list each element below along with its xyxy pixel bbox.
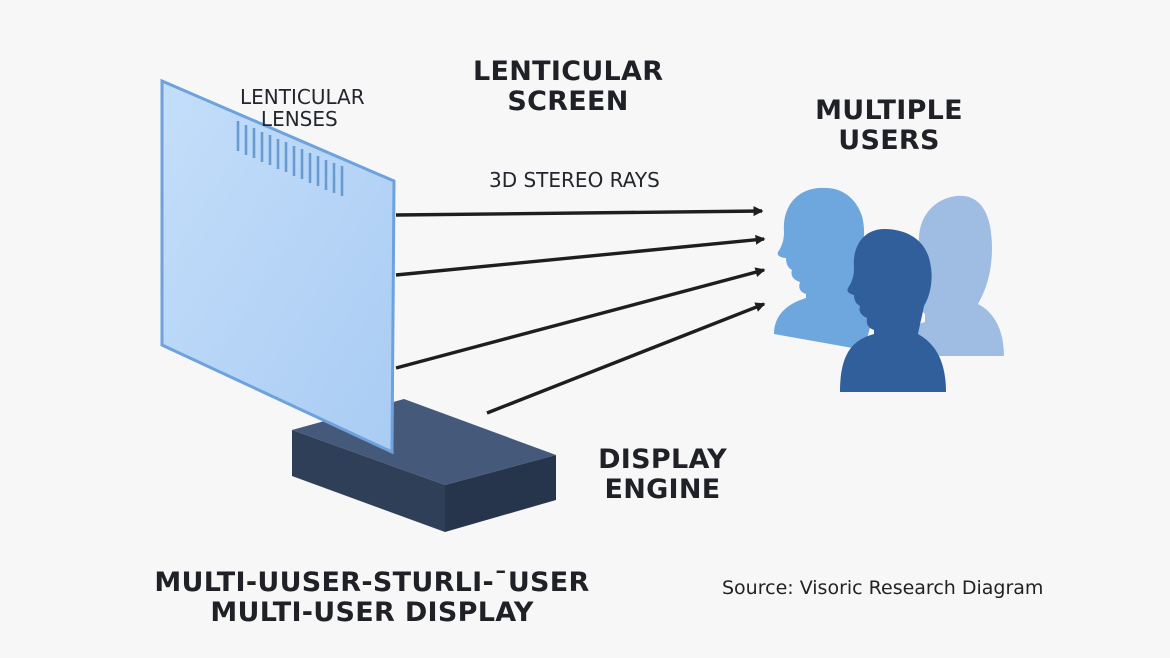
ray-arrow-1 (395, 206, 764, 217)
caption-line-2: MULTI-USER DISPLAY (210, 597, 534, 629)
lenses-label-line-1: LENTICULAR (240, 85, 365, 109)
ray-arrow-2 (395, 234, 766, 277)
engine-box-front (292, 430, 445, 532)
stereo-rays-label: 3D STEREO RAYS (489, 168, 660, 192)
multiple-users-group (774, 187, 1004, 392)
engine-label-line-1: DISPLAY (598, 444, 727, 475)
lenticular-screen-label: LENTICULAR SCREEN (473, 56, 664, 118)
stereo-rays (395, 206, 766, 415)
lenticular-lens-strips (236, 121, 344, 196)
user-silhouette-dark-icon (840, 228, 946, 392)
ray-arrow-3 (395, 267, 766, 370)
lenses-label-line-2: LENSES (260, 107, 338, 132)
ray-arrow-4 (486, 302, 766, 415)
users-label-line-1: MULTIPLE (815, 95, 963, 126)
display-engine-label: DISPLAY ENGINE (590, 444, 735, 506)
lenticular-lenses-label: LENTICULAR LENSES (240, 86, 365, 131)
screen-label-line-1: LENTICULAR (473, 56, 664, 87)
lenticular-screen (160, 78, 396, 455)
caption-line-1: MULTI-UUSER-STURLI-¯USER (154, 567, 590, 598)
multiple-users-label: MULTIPLE USERS (809, 95, 969, 157)
diagram-caption: MULTI-UUSER-STURLI-¯USER MULTI-USER DISP… (152, 567, 592, 629)
engine-label-line-2: ENGINE (604, 474, 721, 506)
user-silhouette-light-icon (774, 187, 880, 350)
user-silhouette-pale-icon (900, 195, 1004, 356)
screen-panel (160, 78, 396, 455)
source-credit: Source: Visoric Research Diagram (722, 577, 1044, 599)
engine-box-side (445, 455, 556, 532)
screen-label-line-2: SCREEN (507, 86, 629, 118)
users-label-line-2: USERS (838, 125, 940, 157)
